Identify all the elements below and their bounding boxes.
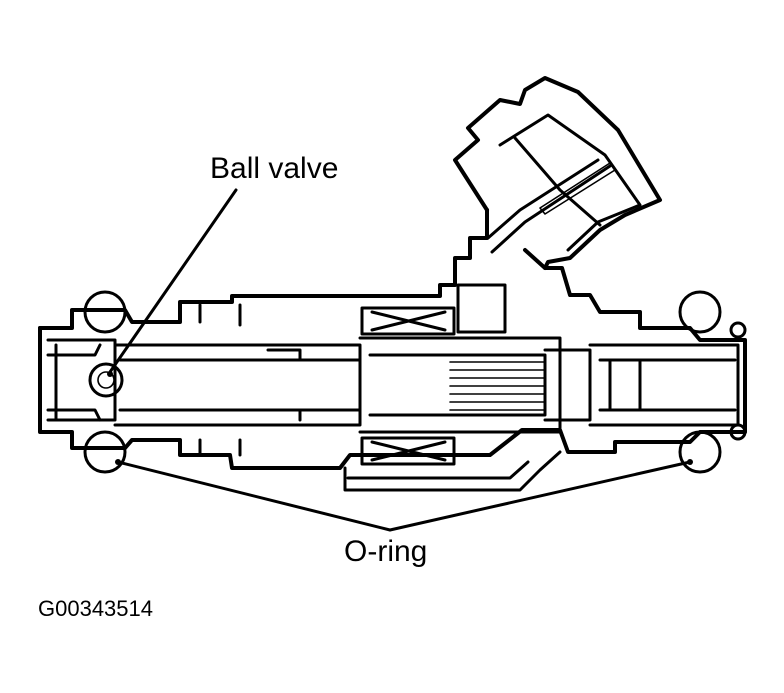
figure-code: G00343514 bbox=[38, 596, 153, 621]
o-ring-label: O-ring bbox=[344, 535, 428, 568]
solenoid-coil bbox=[360, 283, 507, 466]
callout-leaders bbox=[107, 188, 693, 532]
o-ring-bottom-right bbox=[678, 430, 722, 474]
injector-inner-bore bbox=[46, 303, 740, 457]
o-ring-top-right bbox=[678, 290, 722, 334]
fuel-passage bbox=[343, 450, 562, 492]
ball-valve-label: Ball valve bbox=[210, 152, 339, 185]
injector-housing bbox=[38, 76, 747, 470]
ball-valve-shape bbox=[88, 362, 124, 398]
o-ring-set bbox=[83, 290, 747, 474]
o-ring-top-left bbox=[83, 290, 127, 334]
nozzle-seat bbox=[46, 343, 102, 422]
o-ring-bottom-left bbox=[83, 430, 127, 474]
